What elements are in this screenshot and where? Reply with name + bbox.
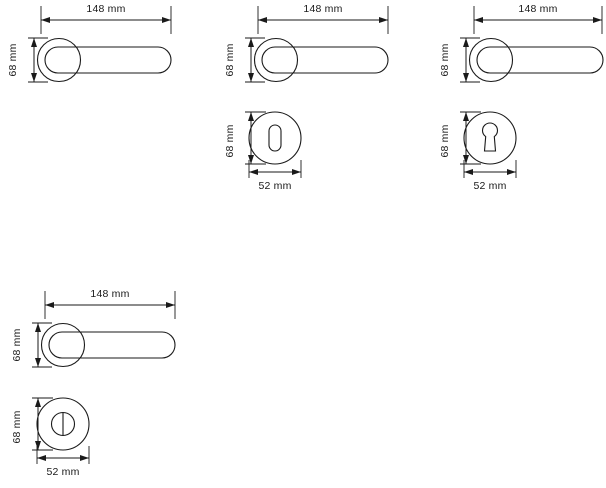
- dimension-68-group4: 68 mm: [11, 322, 52, 368]
- lever-handle-4: [40, 322, 176, 368]
- dimension-68-escutcheon-thumbturn: 68 mm: [11, 397, 53, 451]
- dimension-label-148: 148 mm: [90, 288, 129, 300]
- dimension-label-52: 52 mm: [258, 180, 291, 192]
- dimension-68-group2: 68 mm: [224, 37, 265, 83]
- dimension-52-escutcheon-thumbturn: 52 mm: [36, 446, 90, 478]
- handle-group-2: 148 mm 68 mm 68 mm: [224, 3, 389, 192]
- oval-keyhole-slot: [268, 124, 282, 152]
- escutcheon-euro-cylinder: 68 mm 52 mm: [439, 111, 517, 192]
- dimension-68-group3: 68 mm: [439, 37, 480, 83]
- dimension-148-group2: 148 mm: [257, 3, 389, 34]
- dimension-label-148: 148 mm: [86, 3, 125, 15]
- lever-handle-3: [468, 37, 604, 83]
- dimension-label-68: 68 mm: [224, 124, 236, 157]
- dimension-68-escutcheon-euro: 68 mm: [439, 111, 481, 165]
- escutcheon-wc-thumbturn: 68 mm 52 mm: [11, 397, 90, 478]
- escutcheon-oval-keyhole: 68 mm 52 mm: [224, 111, 302, 192]
- dimension-148-group4: 148 mm: [44, 288, 176, 319]
- handle-group-4: 148 mm 68 mm 68 mm: [11, 288, 176, 478]
- lever-handle-2: [253, 37, 389, 83]
- dimension-label-52: 52 mm: [46, 466, 79, 478]
- euro-cylinder-keyhole: [481, 122, 499, 152]
- dimension-label-68: 68 mm: [11, 410, 23, 443]
- dimension-label-148: 148 mm: [303, 3, 342, 15]
- dimension-label-68: 68 mm: [439, 43, 451, 76]
- dimension-label-148: 148 mm: [518, 3, 557, 15]
- dimension-68-escutcheon-oval: 68 mm: [224, 111, 266, 165]
- dimension-148-group3: 148 mm: [473, 3, 603, 34]
- dimension-label-52: 52 mm: [473, 180, 506, 192]
- dimension-52-escutcheon-euro: 52 mm: [463, 160, 517, 192]
- dimension-148-group1: 148 mm: [40, 3, 172, 34]
- dimension-68-group1: 68 mm: [7, 37, 48, 83]
- dimension-label-68: 68 mm: [7, 43, 19, 76]
- handle-group-3: 148 mm 68 mm 68 mm: [439, 3, 604, 192]
- dimension-label-68: 68 mm: [224, 43, 236, 76]
- thumbturn-knob: [50, 411, 76, 437]
- dimension-label-68: 68 mm: [439, 124, 451, 157]
- dimension-label-68: 68 mm: [11, 328, 23, 361]
- lever-handle-1: [36, 37, 172, 83]
- handle-group-1: 148 mm 68 mm: [7, 3, 172, 83]
- dimension-52-escutcheon-oval: 52 mm: [248, 160, 302, 192]
